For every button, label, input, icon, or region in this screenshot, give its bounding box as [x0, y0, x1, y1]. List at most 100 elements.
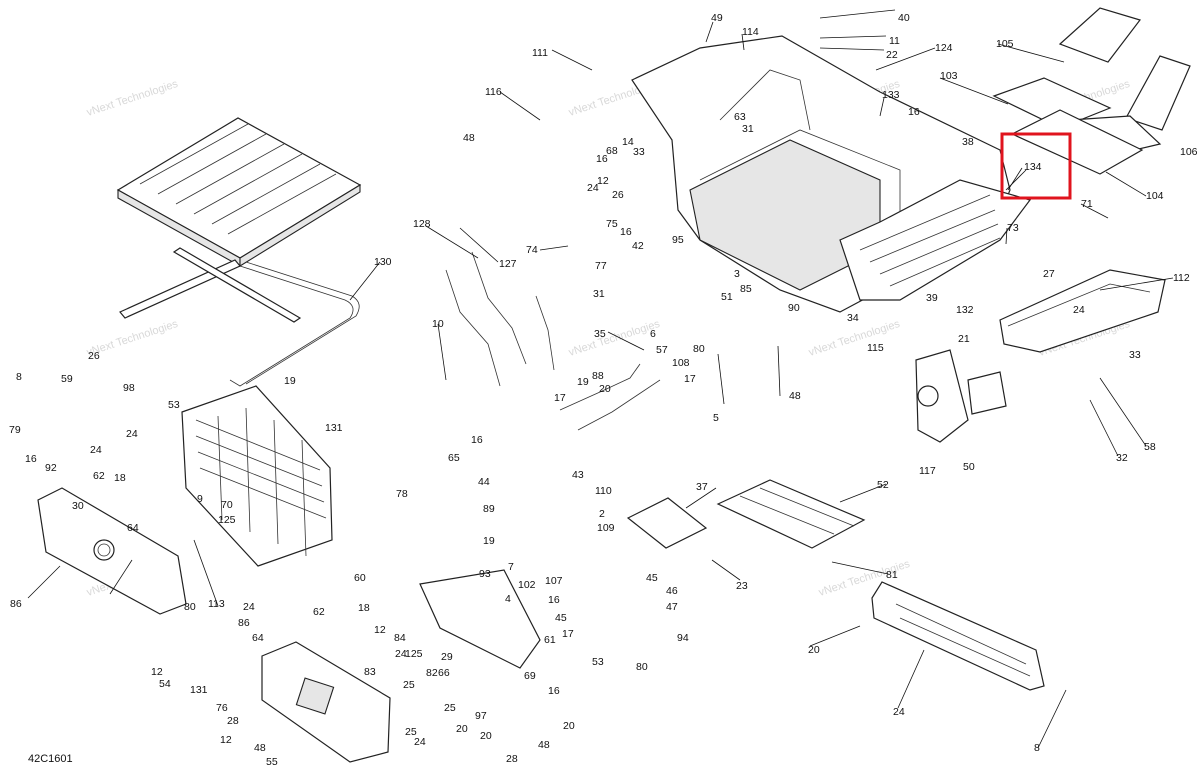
callout-17: 17 [562, 628, 574, 640]
leader-line [819, 35, 887, 39]
watermark: vNext Technologies [567, 318, 662, 359]
leader-line [705, 21, 714, 43]
callout-112: 112 [1173, 272, 1190, 284]
callout-128: 128 [413, 218, 431, 230]
callout-16: 16 [548, 685, 560, 697]
callout-85: 85 [740, 283, 752, 295]
leader-line [459, 227, 499, 263]
callout-52: 52 [877, 479, 889, 491]
leader-line [839, 483, 887, 503]
callout-97: 97 [475, 710, 487, 722]
callout-130: 130 [374, 256, 392, 268]
callout-19: 19 [284, 375, 296, 387]
callout-19: 19 [577, 376, 589, 388]
cargo-cover-panel [116, 117, 362, 267]
callout-31: 31 [593, 288, 605, 300]
leader-line [1099, 277, 1174, 291]
callout-20: 20 [480, 730, 492, 742]
leader-line [1089, 399, 1119, 457]
callout-124: 124 [935, 42, 953, 54]
support-tubes [445, 251, 661, 431]
callout-28: 28 [227, 715, 239, 727]
fender-panel-117 [915, 349, 1007, 443]
callout-35: 35 [594, 328, 606, 340]
callout-84: 84 [394, 632, 406, 644]
panel-55 [419, 569, 541, 669]
leader-line [809, 625, 861, 647]
callout-66: 66 [438, 667, 450, 679]
callout-63: 63 [734, 111, 746, 123]
callout-80: 80 [184, 601, 196, 613]
callout-55: 55 [266, 756, 278, 768]
leader-line [685, 487, 717, 509]
callout-74: 74 [526, 244, 538, 256]
callout-51: 51 [721, 291, 733, 303]
side-rail-112 [999, 269, 1166, 353]
leader-line [879, 97, 885, 117]
callout-104: 104 [1146, 190, 1164, 202]
callout-83: 83 [364, 666, 376, 678]
callout-12: 12 [151, 666, 163, 678]
floor-panels [992, 7, 1191, 175]
callout-115: 115 [867, 342, 884, 354]
leader-line [819, 47, 885, 51]
callout-45: 45 [555, 612, 567, 624]
callout-111: 111 [532, 47, 548, 59]
callout-16: 16 [596, 153, 608, 165]
callout-49: 49 [711, 12, 723, 24]
watermark-text: vNext Technologies [567, 318, 662, 359]
callout-94: 94 [677, 632, 689, 644]
callout-47: 47 [666, 601, 678, 613]
callout-61: 61 [544, 634, 556, 646]
callout-53: 53 [592, 656, 604, 668]
leader-line [1005, 169, 1027, 191]
callout-16: 16 [471, 434, 483, 446]
callout-43: 43 [572, 469, 584, 481]
callout-16: 16 [908, 106, 920, 118]
callout-5: 5 [713, 412, 719, 424]
callout-110: 110 [595, 485, 612, 497]
callout-78: 78 [396, 488, 408, 500]
callout-48: 48 [789, 390, 801, 402]
leader-line [717, 353, 725, 405]
callout-17: 17 [554, 392, 566, 404]
leader-line [349, 261, 381, 301]
callout-76: 76 [216, 702, 228, 714]
watermark-text: vNext Technologies [85, 78, 180, 119]
callout-62: 62 [93, 470, 105, 482]
callout-24: 24 [1073, 304, 1085, 316]
callout-134: 134 [1024, 161, 1042, 173]
callout-33: 33 [633, 146, 645, 158]
callout-19: 19 [483, 535, 495, 547]
callout-113: 113 [208, 598, 225, 610]
callout-12: 12 [374, 624, 386, 636]
leader-line [1099, 377, 1147, 447]
leader-line [1080, 203, 1109, 219]
callout-92: 92 [45, 462, 57, 474]
leader-line [437, 323, 447, 381]
leader-line [1007, 167, 1023, 191]
plate-102 [626, 497, 708, 549]
callout-3: 3 [734, 268, 740, 280]
leader-line [1037, 689, 1067, 749]
callout-11: 11 [889, 35, 900, 47]
callout-70: 70 [221, 499, 233, 511]
callout-77: 77 [595, 260, 607, 272]
callout-45: 45 [646, 572, 658, 584]
callout-108: 108 [672, 357, 690, 369]
callout-16: 16 [620, 226, 632, 238]
callout-12: 12 [597, 175, 609, 187]
leader-line [1005, 227, 1008, 245]
tailgate-outer-panel [37, 487, 187, 615]
callout-53: 53 [168, 399, 180, 411]
callout-30: 30 [72, 500, 84, 512]
leader-line [875, 47, 936, 71]
callout-38: 38 [962, 136, 974, 148]
callout-24: 24 [587, 182, 599, 194]
diagram-id: 42C1601 [28, 753, 73, 765]
callout-32: 32 [1116, 452, 1128, 464]
callout-60: 60 [354, 572, 366, 584]
watermark: vNext Technologies [807, 318, 902, 359]
leader-line [939, 77, 1009, 105]
callout-103: 103 [940, 70, 958, 82]
